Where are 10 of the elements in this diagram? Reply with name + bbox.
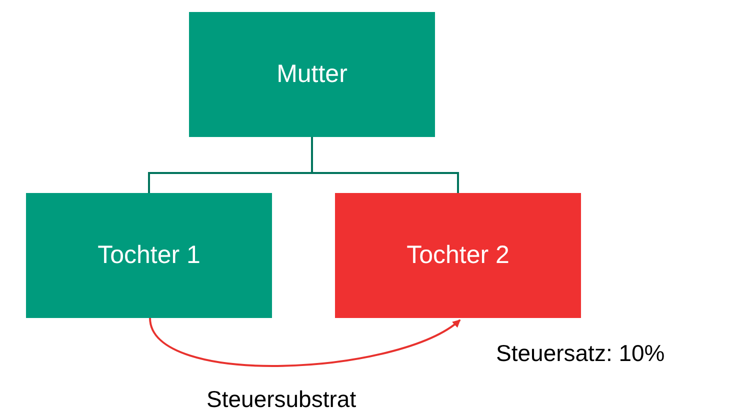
edge-label: Steuersubstrat xyxy=(206,386,356,413)
box-label: Mutter xyxy=(276,60,348,89)
box-label: Tochter 1 xyxy=(98,241,200,270)
side-note: Steuersatz: 10% xyxy=(496,340,665,367)
connector-line xyxy=(311,137,459,193)
org-box xyxy=(26,193,272,318)
org-box xyxy=(335,193,581,318)
curved-arrow xyxy=(149,318,461,367)
box-label: Tochter 2 xyxy=(406,241,510,270)
org-box xyxy=(189,12,435,137)
